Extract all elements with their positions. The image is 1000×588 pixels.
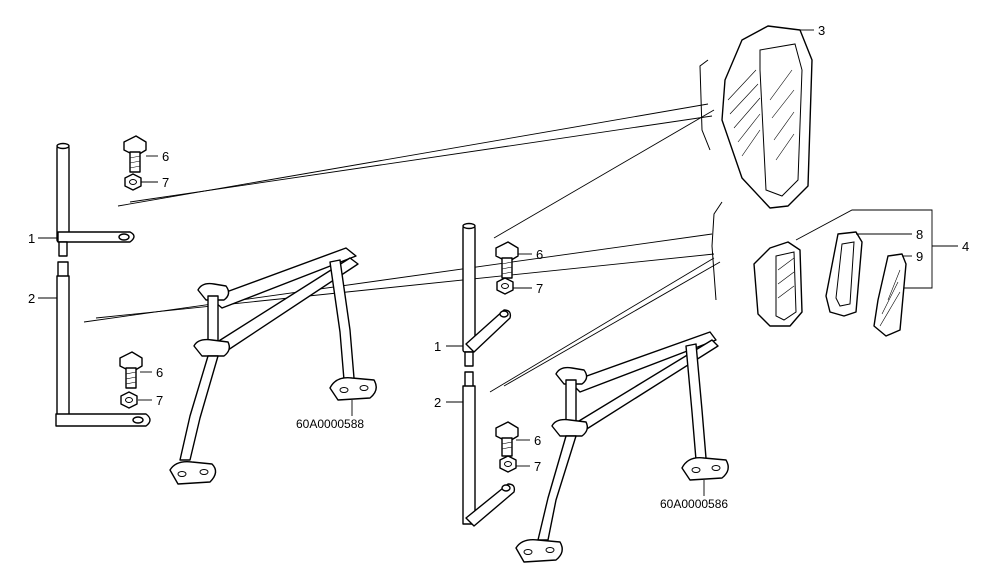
left-lower-bolt [119, 351, 143, 389]
callout-7-left-upper: 7 [162, 175, 169, 190]
callout-1-right: 1 [434, 339, 441, 354]
mirror-head-large [699, 25, 813, 209]
callout-8: 8 [916, 227, 923, 242]
mirror-frame [825, 231, 863, 317]
right-upper-rod [462, 222, 512, 367]
right-bolt [495, 241, 519, 279]
bracket-group-4 [795, 209, 958, 289]
callout-6-left-upper: 6 [162, 149, 169, 164]
callout-4: 4 [962, 239, 969, 254]
left-lower-nut [120, 391, 138, 409]
callout-7-right-lower: 7 [534, 459, 541, 474]
right-lower-rod [462, 371, 516, 527]
callout-3: 3 [818, 23, 825, 38]
mirror-glass [873, 253, 907, 337]
callout-6-right-lower: 6 [534, 433, 541, 448]
callout-9: 9 [916, 249, 923, 264]
left-lower-rod [55, 261, 151, 427]
drawing-codes: 60A0000588 60A0000586 [296, 417, 728, 511]
drawing-code-right: 60A0000586 [660, 497, 728, 511]
callout-1-left: 1 [28, 231, 35, 246]
small-mirror-head [753, 241, 803, 327]
callout-7-right-upper: 7 [536, 281, 543, 296]
left-upper-rod [56, 142, 135, 257]
projection-lines [83, 103, 723, 393]
right-nut [496, 277, 514, 295]
callout-labels: 1 2 6 7 6 7 1 2 6 7 6 7 3 8 9 4 [28, 23, 969, 474]
callout-6-right-upper: 6 [536, 247, 543, 262]
left-bolt [123, 135, 147, 173]
right-bracket-60A0000586 [515, 331, 729, 563]
callout-2-right: 2 [434, 395, 441, 410]
left-bracket-60A0000588 [169, 247, 377, 485]
callout-2-left: 2 [28, 291, 35, 306]
callout-6-left-lower: 6 [156, 365, 163, 380]
callout-7-left-lower: 7 [156, 393, 163, 408]
left-nut [124, 173, 142, 191]
leader-lines [38, 29, 912, 467]
drawing-code-left: 60A0000588 [296, 417, 364, 431]
right-lower-nut [499, 455, 517, 473]
right-lower-bolt [495, 421, 519, 457]
